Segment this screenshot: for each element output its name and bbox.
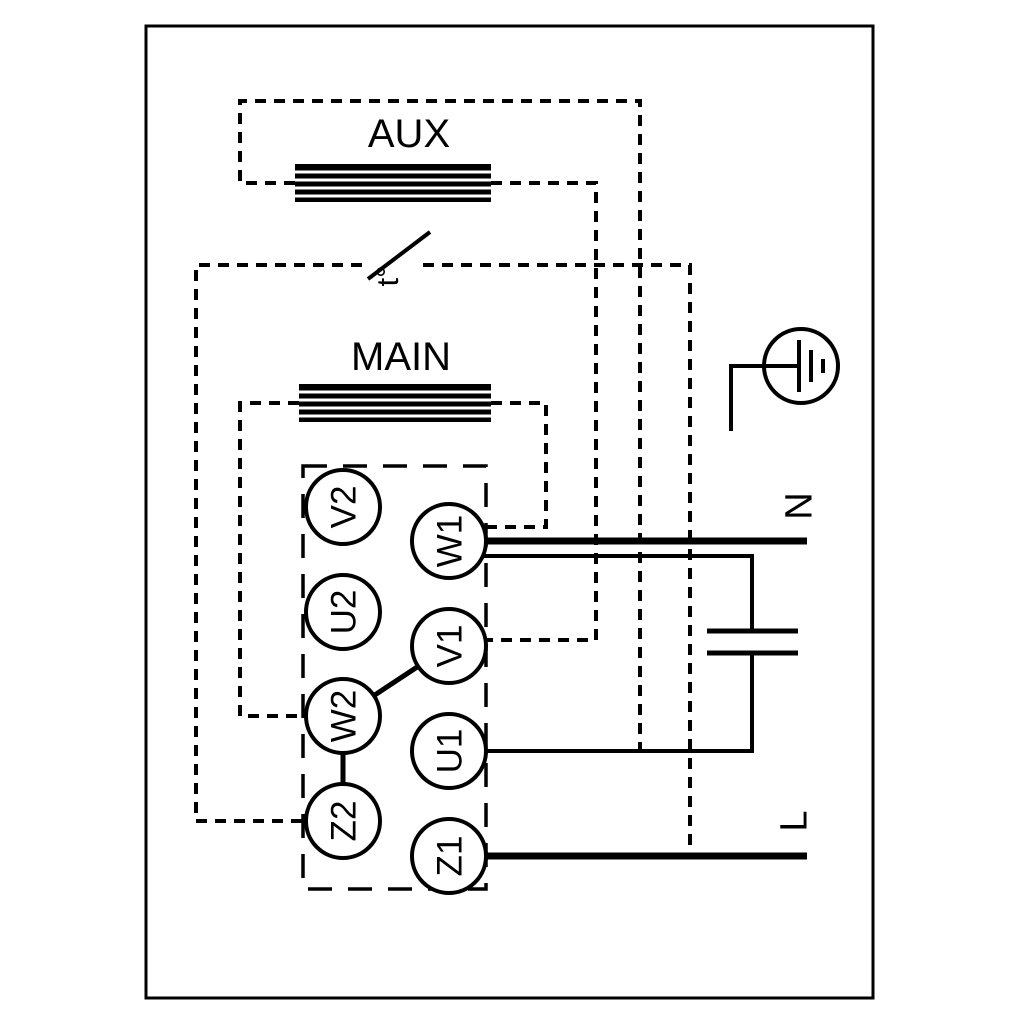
terminal-u1: U1 [410, 712, 488, 790]
terminal-label-z1: Z1 [430, 836, 469, 877]
terminal-v2: V2 [304, 468, 382, 546]
ground-lead-wire [729, 364, 765, 431]
wire-u1-to-capacitor [449, 653, 754, 753]
thermal-switch-label: t° [370, 265, 405, 286]
wire-main-right-to-w1 [449, 401, 548, 529]
terminal-circle-v1 [410, 607, 488, 685]
main-winding-label: MAIN [351, 335, 451, 379]
wire-w1-to-capacitor [449, 554, 754, 631]
aux-winding-coil [295, 164, 491, 202]
wire-aux-right-to-v1 [449, 181, 598, 642]
terminal-label-w1: W1 [430, 515, 469, 568]
ground-symbol [729, 327, 840, 431]
terminal-block-outline [301, 464, 488, 891]
terminal-v1: V1 [410, 607, 488, 685]
wire-aux-left-to-u1 [238, 99, 642, 751]
terminal-z2: Z2 [304, 782, 382, 860]
terminal-circle-u2 [304, 573, 382, 651]
terminal-label-u2: U2 [324, 590, 363, 635]
terminal-label-u1: U1 [430, 729, 469, 774]
terminal-label-w2: W2 [324, 690, 363, 743]
terminal-circle-u1 [410, 712, 488, 790]
terminal-u2: U2 [304, 573, 382, 651]
terminal-label-z2: Z2 [324, 801, 363, 842]
live-label: L [773, 810, 815, 831]
terminal-label-v2: V2 [324, 486, 363, 529]
wire-main-left-to-w2 [238, 401, 343, 718]
terminal-z1: Z1 [410, 817, 488, 895]
neutral-label: N [778, 492, 820, 519]
terminal-circle-z1 [410, 817, 488, 895]
terminal-circle-w1 [410, 502, 488, 580]
aux-winding-label: AUX [368, 112, 450, 156]
terminal-w1: W1 [410, 502, 488, 580]
terminal-circle-w2 [304, 677, 382, 755]
terminal-label-v1: V1 [430, 625, 469, 668]
wire-switch-to-z2 [194, 263, 362, 823]
capacitor [707, 628, 798, 656]
wire-switch-to-live [423, 263, 692, 856]
thermal-switch: t° [366, 230, 432, 287]
terminal-circle-v2 [304, 468, 382, 546]
terminal-circle-z2 [304, 782, 382, 860]
terminal-w2: W2 [304, 677, 382, 755]
main-winding-coil [299, 384, 491, 422]
diagram-border [144, 24, 875, 1000]
thermal-switch-blade [366, 230, 432, 281]
